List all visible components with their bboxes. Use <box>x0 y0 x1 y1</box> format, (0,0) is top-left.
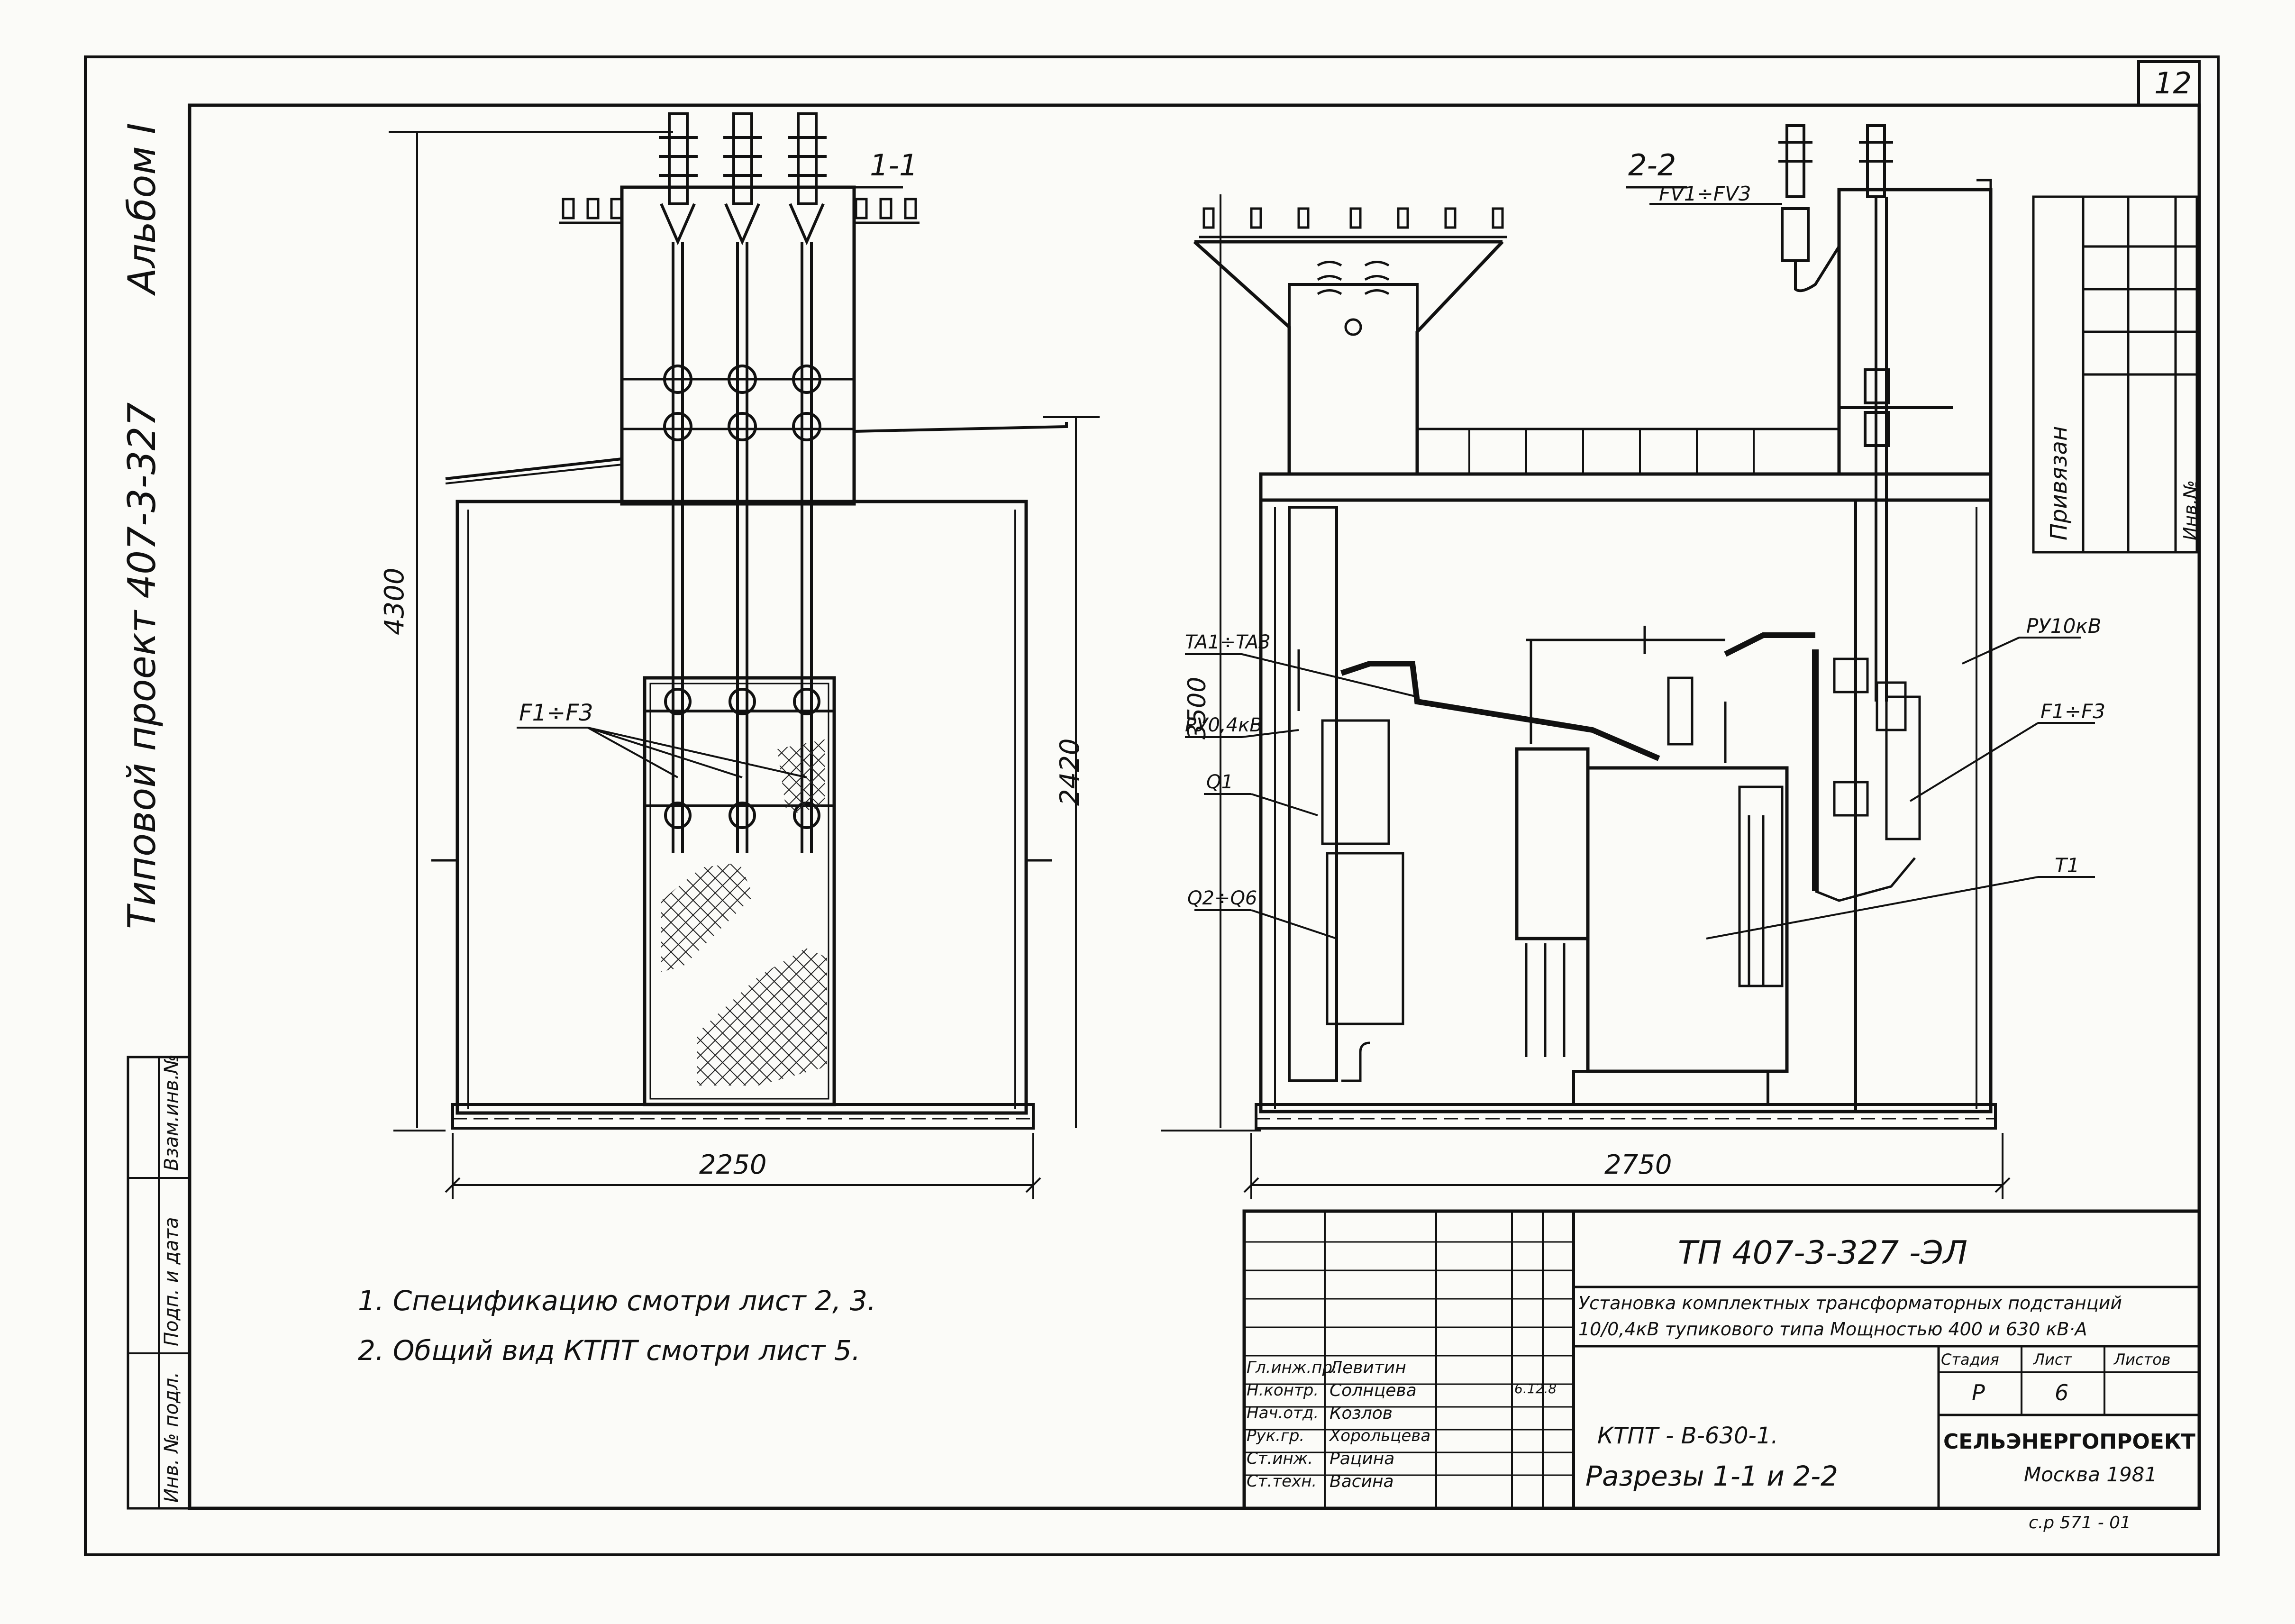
dim-4300: 4300 <box>379 567 410 635</box>
label-t1: T1 <box>2055 854 2080 877</box>
title-block <box>1242 1209 2201 1510</box>
sheet-number: 12 <box>2154 66 2192 100</box>
label-ru-10: РУ10кВ <box>2026 614 2102 638</box>
label-q2-q6: Q2÷Q6 <box>1187 887 1257 909</box>
note-1: 1. Спецификацию смотри лист 2, 3. <box>358 1285 876 1317</box>
sheet-value: 6 <box>2055 1380 2069 1405</box>
dim-2420: 2420 <box>1055 738 1085 806</box>
note-2: 2. Общий вид КТПТ смотри лист 5. <box>358 1334 861 1367</box>
col-sheets: Листов <box>2114 1350 2171 1369</box>
date-mark: 6.12.8 <box>1514 1381 1557 1396</box>
section-1-title: 1-1 <box>870 148 918 182</box>
project-label: Типовой проект 407-3-327 <box>120 402 164 929</box>
binding-inv: Инв.№ <box>2180 480 2201 540</box>
col-sheet: Лист <box>2033 1350 2072 1369</box>
album-label: Альбом I <box>120 123 164 294</box>
staff-role: Н.контр. <box>1247 1381 1319 1400</box>
staff-role: Рук.гр. <box>1247 1426 1305 1445</box>
staff-name: Козлов <box>1330 1404 1393 1423</box>
object-code: КТПТ - В-630-1. <box>1597 1423 1778 1449</box>
staff-name: Левитин <box>1330 1358 1406 1378</box>
dim-3500: 3500 <box>1183 676 1211 739</box>
description-line-2: 10/0,4кВ тупикового типа Мощностью 400 и… <box>1578 1319 2087 1340</box>
staff-role: Гл.инж.пр. <box>1247 1358 1338 1377</box>
binding-stamp <box>2032 195 2198 554</box>
label-fv1-fv3: FV1÷FV3 <box>1659 182 1751 205</box>
binding-label: Привязан <box>2046 426 2072 540</box>
dim-2250: 2250 <box>699 1150 767 1180</box>
label-ta1-ta3: TA1÷TA3 <box>1185 631 1271 653</box>
staff-role: Ст.техн. <box>1247 1472 1317 1491</box>
staff-name: Солнцева <box>1330 1381 1417 1400</box>
stamp-field-replaces: Взам.инв.№ <box>161 1054 182 1171</box>
dim-2750: 2750 <box>1604 1150 1672 1180</box>
sheet-frame <box>84 55 2220 1556</box>
col-stage: Стадия <box>1941 1350 1999 1369</box>
label-ru-04: РУ0,4кВ <box>1185 714 1263 736</box>
label-q1: Q1 <box>1206 771 1233 793</box>
description-line-1: Установка комплектных трансформаторных п… <box>1578 1293 2122 1314</box>
doc-code: ТП 407-3-327 -ЭЛ <box>1678 1234 1967 1272</box>
staff-name: Рацина <box>1330 1449 1395 1469</box>
sheet-title: Разрезы 1-1 и 2-2 <box>1585 1460 1838 1492</box>
stamp-field-signature: Подп. и дата <box>161 1217 182 1346</box>
city-year: Москва 1981 <box>2024 1463 2158 1486</box>
stage-value: Р <box>1972 1380 1985 1405</box>
bushing-group <box>659 112 827 246</box>
label-f1-f3-section2: F1÷F3 <box>2040 700 2105 723</box>
label-f1-f3-section1: F1÷F3 <box>519 700 593 726</box>
stamp-field-inventory: Инв. № подл. <box>161 1372 182 1503</box>
section-2-2-drawing <box>1161 124 2095 1199</box>
section-1-1-drawing <box>389 112 1100 1199</box>
section-2-title: 2-2 <box>1628 148 1676 182</box>
footer-code: с.р 571 - 01 <box>2029 1513 2131 1533</box>
staff-name: Васина <box>1330 1472 1394 1491</box>
organization: СЕЛЬЭНЕРГОПРОЕКТ <box>1943 1430 2195 1454</box>
staff-role: Ст.инж. <box>1247 1449 1313 1468</box>
staff-name: Хорольцева <box>1330 1426 1431 1445</box>
staff-role: Нач.отд. <box>1247 1404 1319 1423</box>
